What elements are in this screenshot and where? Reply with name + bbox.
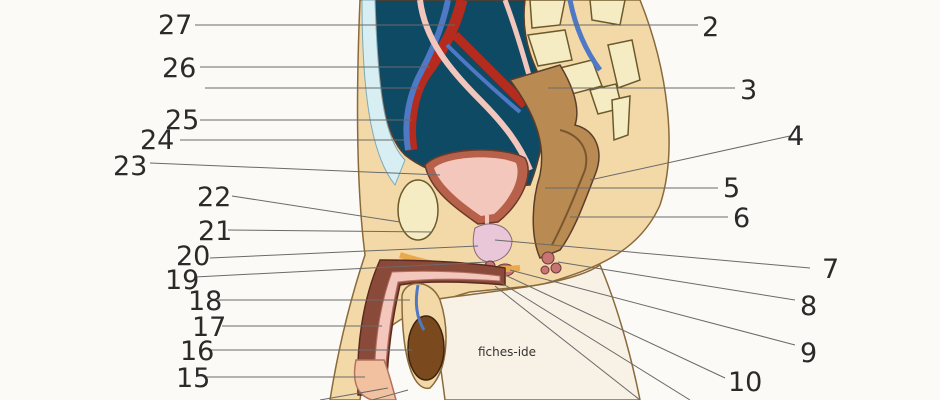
label-7: 7 <box>822 254 839 285</box>
pubic-symphysis <box>397 179 439 241</box>
label-8: 8 <box>800 291 817 322</box>
vein-branch <box>445 43 522 114</box>
bladder <box>434 157 518 216</box>
label-4: 4 <box>787 121 804 152</box>
label-5: 5 <box>723 173 740 204</box>
spermatic-cord <box>414 284 426 331</box>
label-15: 15 <box>176 363 210 394</box>
label-23: 23 <box>113 151 147 182</box>
label-26: 26 <box>162 53 196 84</box>
leader-lines-left <box>149 24 489 400</box>
label-21: 21 <box>198 216 232 247</box>
rectum-lumen <box>551 129 588 246</box>
prostate <box>472 223 513 263</box>
label-24: 24 <box>140 125 174 156</box>
glans <box>353 359 397 400</box>
labels-left: 27 26 25 24 23 22 21 20 19 18 17 16 15 <box>113 10 232 394</box>
vein <box>403 0 451 151</box>
label-19: 19 <box>165 265 199 296</box>
label-10: 10 <box>728 367 762 398</box>
label-17: 17 <box>192 312 226 343</box>
label-22: 22 <box>197 182 231 213</box>
testis <box>407 315 445 381</box>
corpus-spongiosum <box>373 270 501 396</box>
label-16: 16 <box>180 336 214 367</box>
artery-branch <box>451 31 529 109</box>
label-9: 9 <box>800 338 817 369</box>
label-3: 3 <box>740 75 757 106</box>
label-2: 2 <box>702 12 719 43</box>
label-6: 6 <box>733 203 750 234</box>
labels-right: 2 3 4 5 6 7 8 9 10 <box>702 12 839 398</box>
label-25: 25 <box>165 105 199 136</box>
ureter <box>417 0 533 172</box>
label-20: 20 <box>176 241 210 272</box>
label-27: 27 <box>158 10 192 41</box>
artery <box>405 0 468 151</box>
label-18: 18 <box>188 286 222 317</box>
leader-lines-right <box>494 24 811 400</box>
watermark: fiches-ide <box>478 345 536 359</box>
anal-sphincter <box>540 251 562 275</box>
rectum <box>508 64 600 259</box>
